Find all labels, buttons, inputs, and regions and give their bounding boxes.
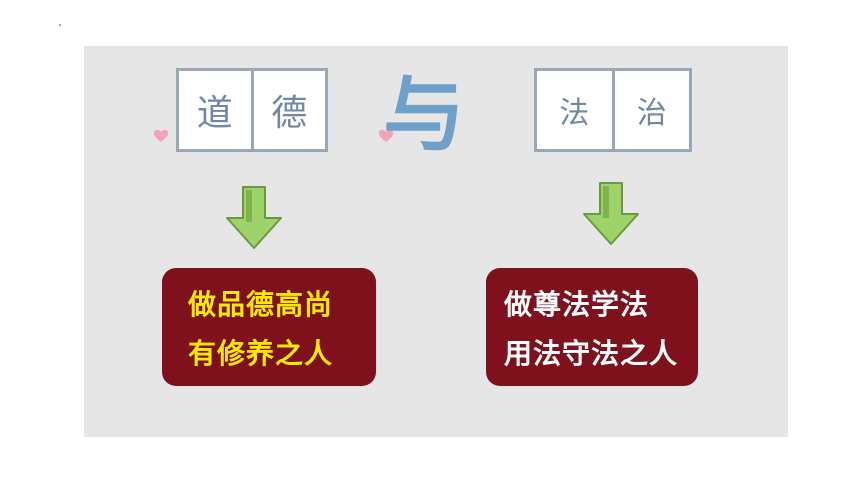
- right-card: 做尊法学法 用法守法之人: [486, 268, 698, 386]
- card-line: 用法守法之人: [504, 336, 679, 370]
- card-line: 有修养之人: [188, 336, 334, 370]
- word-box-fazhi: 法 治: [534, 68, 692, 152]
- word-char: 法: [559, 96, 590, 131]
- down-arrow-icon-left: [226, 186, 282, 249]
- down-arrow-icon-right: [583, 182, 639, 245]
- left-card: 做品德高尚 有修养之人: [162, 268, 376, 386]
- corner-dot: [59, 24, 61, 26]
- word-char: 道: [196, 93, 233, 134]
- card-line: 做品德高尚: [188, 287, 334, 321]
- word-box-daode: 道 德: [176, 68, 328, 152]
- heart-icon-middle: [378, 129, 394, 142]
- heart-icon-left: [153, 129, 169, 142]
- connector-text: 与: [383, 67, 466, 163]
- card-line: 做尊法学法: [504, 287, 650, 321]
- word-char: 治: [611, 71, 690, 149]
- word-char: 德: [250, 71, 326, 149]
